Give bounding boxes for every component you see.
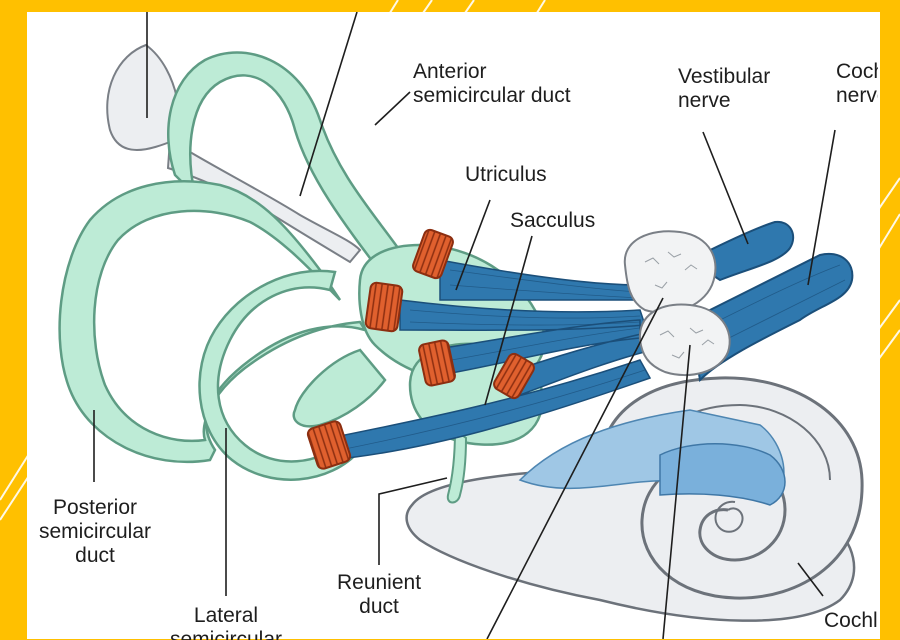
label-cochlea-text: Cochl	[824, 609, 880, 633]
label-vestibular-line-1: Vestibular	[678, 65, 770, 89]
label-cochlear-nerve: Coch nerve	[836, 60, 878, 108]
label-posterior-line-3: duct	[31, 544, 159, 568]
vestibular-ganglion-upper	[625, 231, 716, 312]
label-anterior-line-2: semicircular duct	[413, 84, 571, 108]
hair-cells-lateral-ampulla	[365, 282, 403, 332]
label-cochlea: Cochl	[824, 609, 880, 633]
label-utriculus: Utriculus	[465, 163, 547, 187]
label-utriculus-text: Utriculus	[465, 163, 547, 187]
label-cochlear-nerve-line-1: Coch	[836, 60, 878, 84]
label-sacculus-text: Sacculus	[510, 209, 595, 233]
label-lateral-semicircular-duct: Lateral semicircular	[160, 604, 292, 640]
label-reunient-line-2: duct	[323, 595, 435, 619]
label-lateral-line-1: Lateral	[160, 604, 292, 628]
label-posterior-line-1: Posterior	[31, 496, 159, 520]
label-anterior-semicircular-duct: Anterior semicircular duct	[413, 60, 571, 108]
label-sacculus: Sacculus	[510, 209, 595, 233]
label-posterior-semicircular-duct: Posterior semicircular duct	[31, 496, 159, 568]
label-reunient-line-1: Reunient	[323, 571, 435, 595]
label-lateral-line-2: semicircular	[160, 628, 292, 640]
label-vestibular-line-2: nerve	[678, 89, 770, 113]
label-anterior-line-1: Anterior	[413, 60, 571, 84]
label-vestibular-nerve: Vestibular nerve	[678, 65, 770, 113]
label-posterior-line-2: semicircular	[31, 520, 159, 544]
lateral-duct-tail	[294, 350, 385, 426]
leader-vestibular-nerve	[703, 132, 748, 244]
label-reunient-duct: Reunient duct	[323, 571, 435, 619]
leader-anterior	[375, 92, 410, 125]
label-cochlear-nerve-line-2: nerve	[836, 84, 878, 108]
